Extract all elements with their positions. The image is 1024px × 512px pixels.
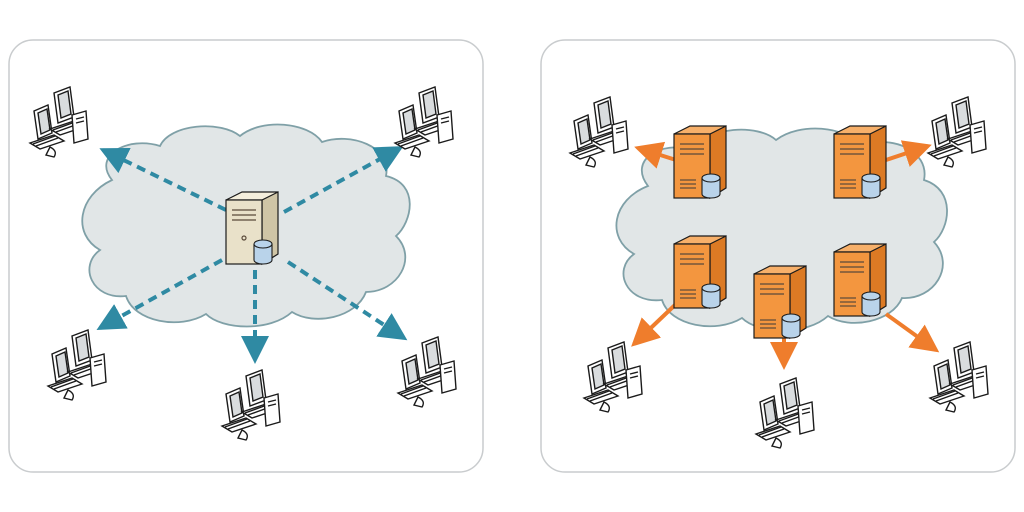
database-icon xyxy=(861,173,881,199)
client-computer-icon xyxy=(926,96,987,168)
link-to-bottom-left xyxy=(96,258,223,330)
link-bottom-left xyxy=(631,302,678,347)
client-computer-icon xyxy=(928,341,989,413)
client-computer-icon xyxy=(393,86,454,158)
database-icon xyxy=(861,291,881,317)
database-icon xyxy=(701,283,721,309)
server-icon xyxy=(673,125,727,200)
client-computer-icon xyxy=(46,329,107,401)
distributed-links xyxy=(631,140,940,370)
database-icon xyxy=(701,173,721,199)
server-icon xyxy=(753,265,807,340)
client-computer-icon xyxy=(754,377,815,449)
link-to-bottom-right xyxy=(286,260,408,341)
client-computer-icon xyxy=(28,86,89,158)
link-to-top-left xyxy=(99,147,227,212)
database-icon xyxy=(781,313,801,339)
server-icon xyxy=(673,235,727,310)
client-computer-icon xyxy=(568,96,629,168)
server-icon xyxy=(833,243,887,318)
link-top-right xyxy=(885,140,932,167)
client-computer-icon xyxy=(582,341,643,413)
distributed-panel xyxy=(540,39,1016,473)
central-server-icon xyxy=(225,191,279,266)
link-to-top-right xyxy=(283,146,404,214)
client-computer-icon xyxy=(220,369,281,441)
centralized-panel xyxy=(8,39,484,473)
client-computer-icon xyxy=(396,336,457,408)
link-bottom-right xyxy=(884,312,940,353)
database-icon xyxy=(253,239,273,265)
server-icon xyxy=(833,125,887,200)
central-links xyxy=(96,146,408,364)
link-top-left xyxy=(634,141,677,169)
